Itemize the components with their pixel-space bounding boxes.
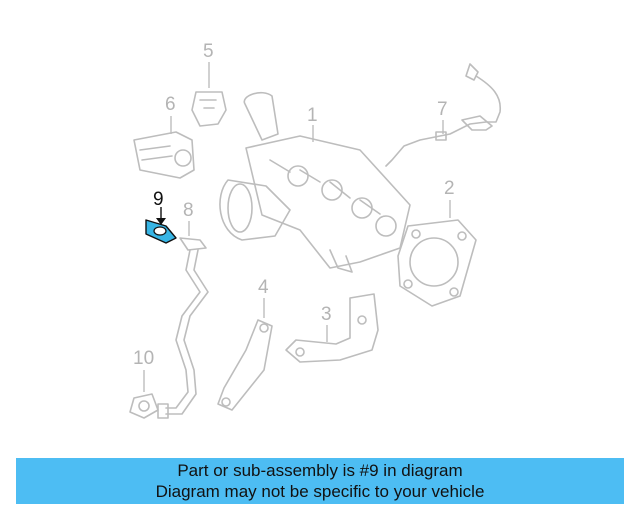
- part-2-gasket: 2: [397, 178, 477, 307]
- callout-8: 8: [183, 200, 194, 221]
- callout-2: 2: [444, 178, 455, 199]
- callout-3: 3: [321, 304, 332, 325]
- banner-line-disclaimer: Diagram may not be specific to your vehi…: [155, 482, 485, 501]
- part-9-gasket-highlighted: 9: [145, 189, 177, 244]
- callout-6: 6: [165, 94, 176, 115]
- part-3-mount-bracket: 3: [285, 293, 379, 363]
- callout-10: 10: [133, 348, 154, 369]
- part-7-sensor-wire: 7: [385, 63, 501, 167]
- info-banner: Part or sub-assembly is #9 in diagram Di…: [16, 458, 624, 504]
- part-1-turbocharger: 1: [219, 91, 411, 273]
- banner-line-part: Part or sub-assembly is #9 in diagram: [177, 461, 463, 480]
- part-6-actuator: 6: [133, 94, 195, 179]
- parts-diagram: 5 6 1 7 2: [129, 41, 501, 419]
- callout-1: 1: [307, 105, 318, 126]
- callout-4: 4: [258, 277, 269, 298]
- callout-5: 5: [203, 41, 214, 62]
- part-8-oil-line: 8: [157, 200, 209, 419]
- part-4-bracket: 4: [217, 277, 273, 411]
- callout-7: 7: [437, 99, 448, 120]
- part-5-valve: 5: [191, 41, 227, 127]
- part-10-gasket: 10: [129, 348, 159, 419]
- callout-9: 9: [153, 189, 164, 210]
